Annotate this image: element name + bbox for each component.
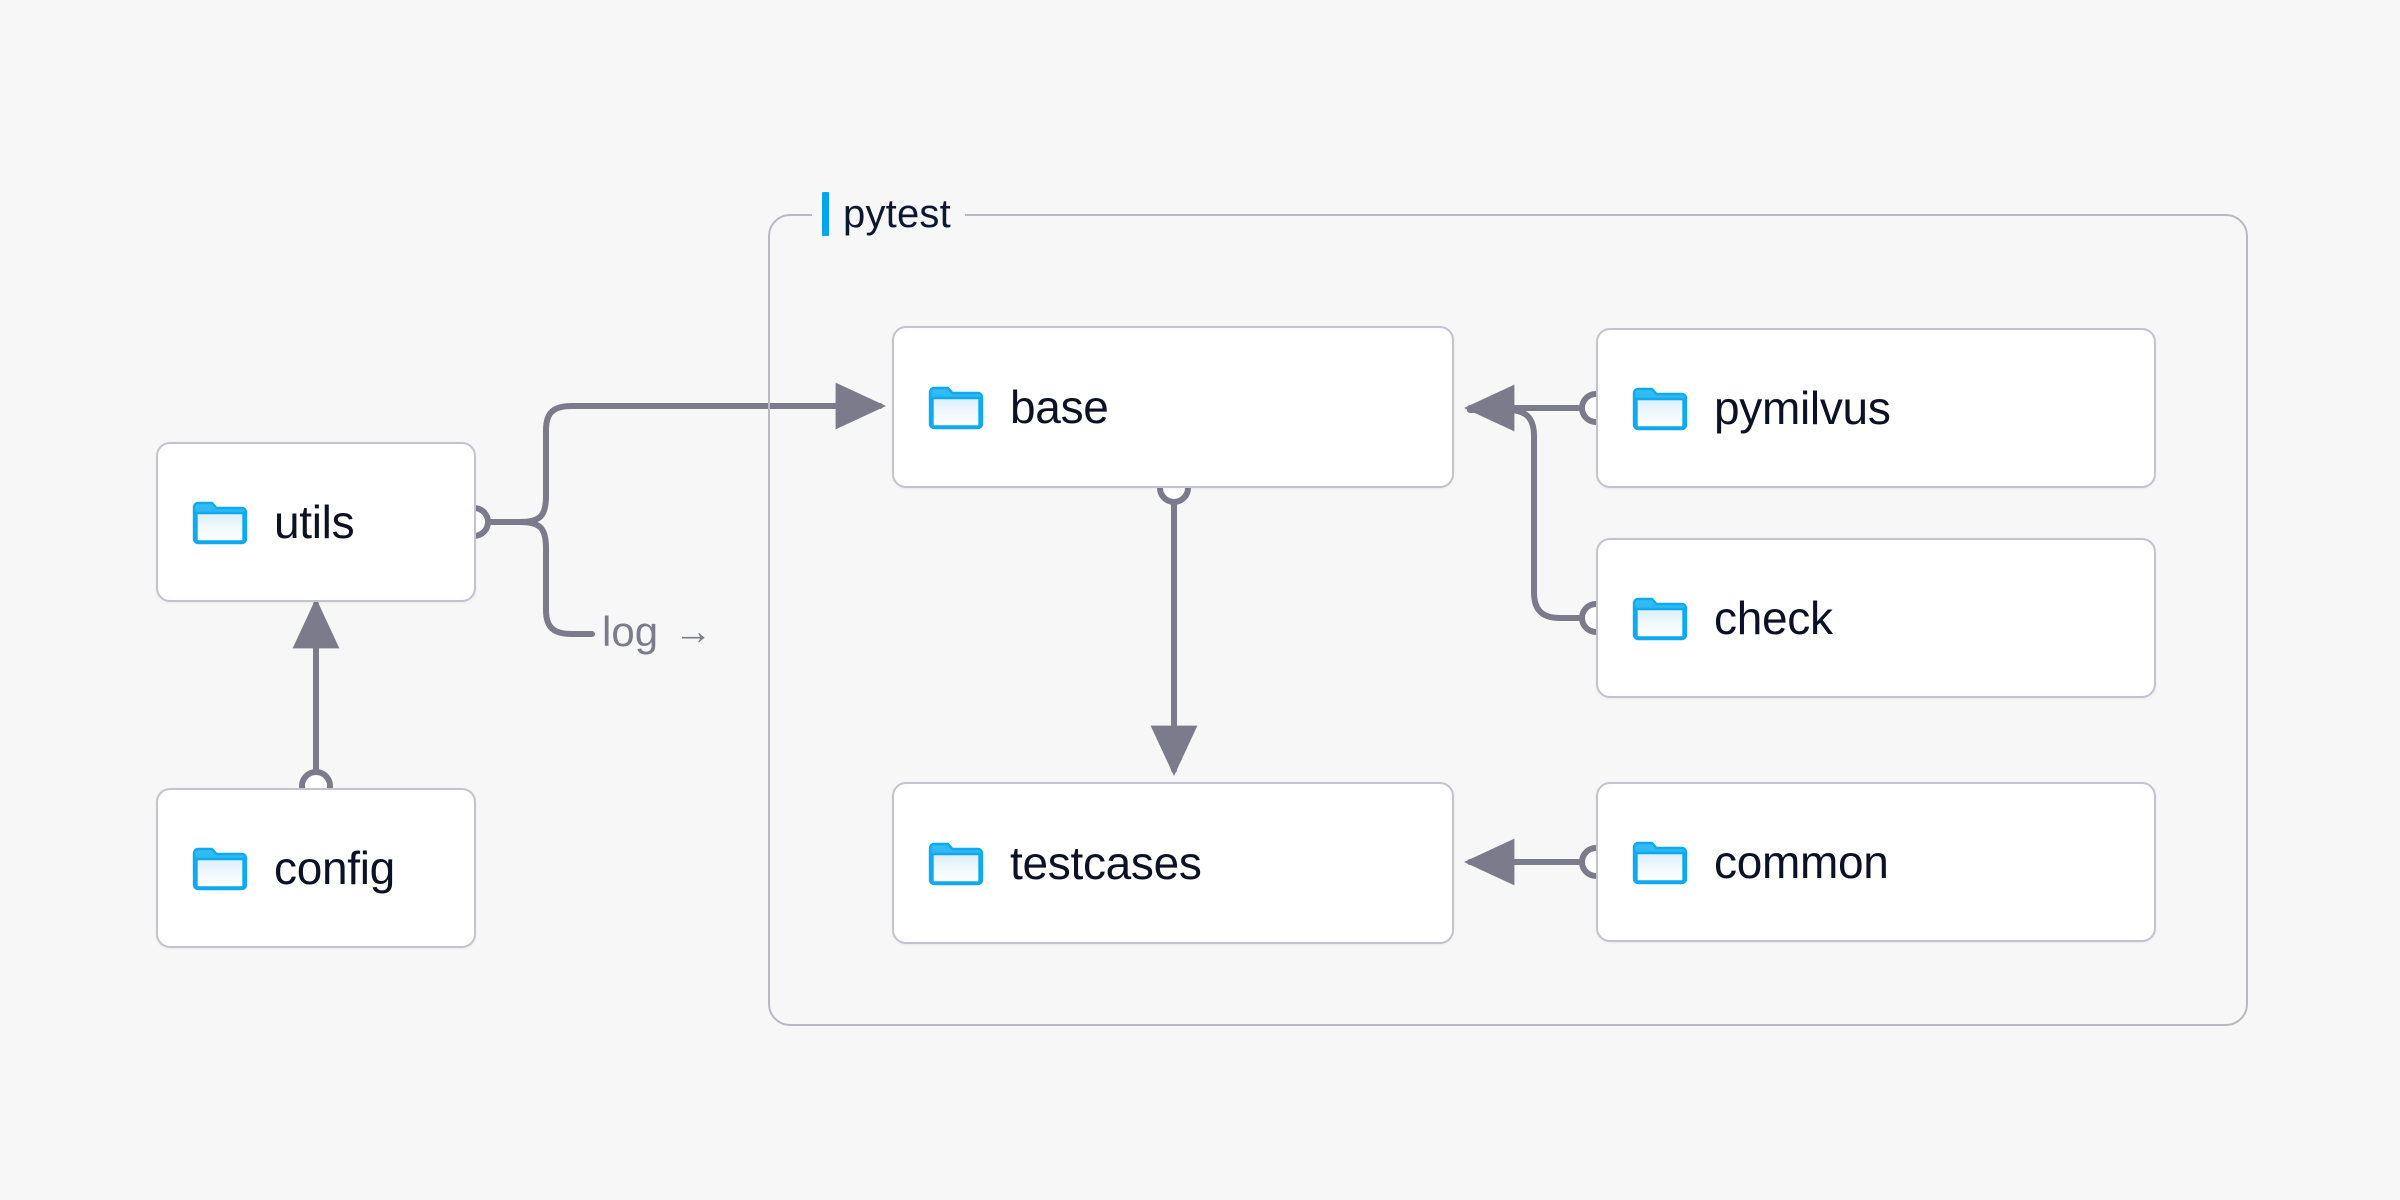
group-title-text: pytest <box>843 192 951 236</box>
folder-icon <box>1632 597 1688 641</box>
pytest-group <box>768 214 2248 1026</box>
node-utils[interactable]: utils <box>156 442 476 602</box>
folder-icon <box>1632 387 1688 431</box>
node-base[interactable]: base <box>892 326 1454 488</box>
edge-label-log-text: log <box>602 608 659 655</box>
node-testcases-label: testcases <box>1010 837 1202 889</box>
edge-label-log: log → <box>602 608 712 656</box>
node-testcases[interactable]: testcases <box>892 782 1454 944</box>
folder-icon <box>928 842 984 886</box>
arrow-right-icon: → <box>674 611 713 653</box>
node-pymilvus-label: pymilvus <box>1714 382 1891 434</box>
folder-icon <box>1632 841 1688 885</box>
pytest-group-label: pytest <box>812 188 965 240</box>
node-check-label: check <box>1714 592 1833 644</box>
node-config[interactable]: config <box>156 788 476 948</box>
node-common[interactable]: common <box>1596 782 2156 942</box>
node-check[interactable]: check <box>1596 538 2156 698</box>
node-base-label: base <box>1010 381 1109 433</box>
wire-utils-to-log <box>517 519 595 637</box>
node-pymilvus[interactable]: pymilvus <box>1596 328 2156 488</box>
folder-icon <box>192 501 248 545</box>
folder-icon <box>192 847 248 891</box>
node-common-label: common <box>1714 836 1889 888</box>
node-config-label: config <box>274 842 395 894</box>
node-utils-label: utils <box>274 496 355 548</box>
folder-icon <box>928 386 984 430</box>
accent-bar-icon <box>822 192 829 236</box>
